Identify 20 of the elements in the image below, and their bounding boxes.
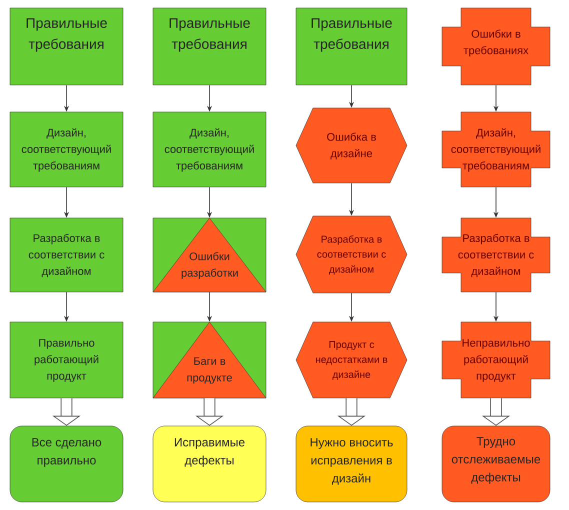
process-box: Дизайн, соответствующий требованиям xyxy=(10,112,124,188)
process-box: Правильные требования xyxy=(152,8,266,86)
outcome-box: Трудно отслеживаемые дефекты xyxy=(442,426,550,502)
triangle-box: Ошибки разработки xyxy=(152,218,266,292)
outcome-box: Исправимые дефекты xyxy=(152,426,266,502)
process-box: Разработка в соответствии с дизайном xyxy=(10,218,124,292)
cross-box: Дизайн, соответствующий требованиям xyxy=(442,112,550,188)
process-box: Дизайн, соответствующий требованиям xyxy=(152,112,266,188)
process-box: Правильные требования xyxy=(10,8,124,86)
outcome-box: Все сделано правильно xyxy=(10,426,124,502)
hexagon-box: Ошибка в дизайне xyxy=(296,108,408,184)
hexagon-box: Продукт с недостатками в дизайне xyxy=(296,322,408,398)
cross-box: Неправильно работающий продукт xyxy=(442,322,550,398)
cross-box: Разработка в соответствии с дизайном xyxy=(442,218,550,292)
triangle-box: Баги в продукте xyxy=(152,322,266,398)
process-box: Правильные требования xyxy=(296,8,408,86)
cross-box: Ошибки в требованиях xyxy=(442,8,550,86)
process-box: Правильно работающий продукт xyxy=(10,322,124,398)
hexagon-box: Разработка в соответствии с дизайном xyxy=(296,216,408,294)
outcome-box: Нужно вносить исправления в дизайн xyxy=(296,426,408,502)
